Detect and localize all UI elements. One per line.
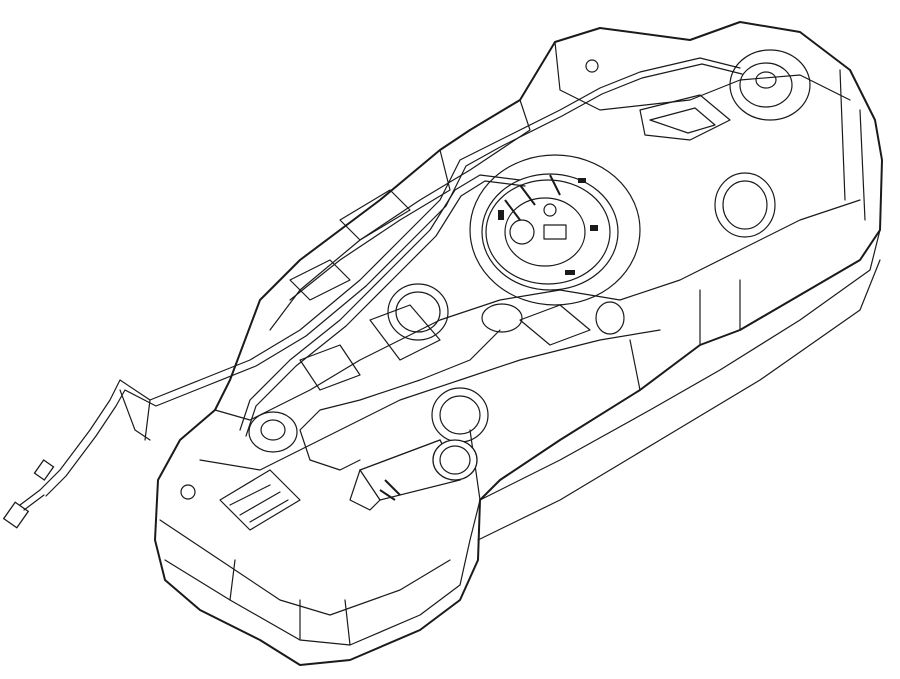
filler-neck <box>349 439 478 511</box>
tank-body <box>154 21 883 666</box>
tank-ports <box>248 49 811 453</box>
fuel-pump-module <box>469 154 641 306</box>
fuel-lines <box>2 57 743 529</box>
mounting-bracket <box>219 469 301 531</box>
